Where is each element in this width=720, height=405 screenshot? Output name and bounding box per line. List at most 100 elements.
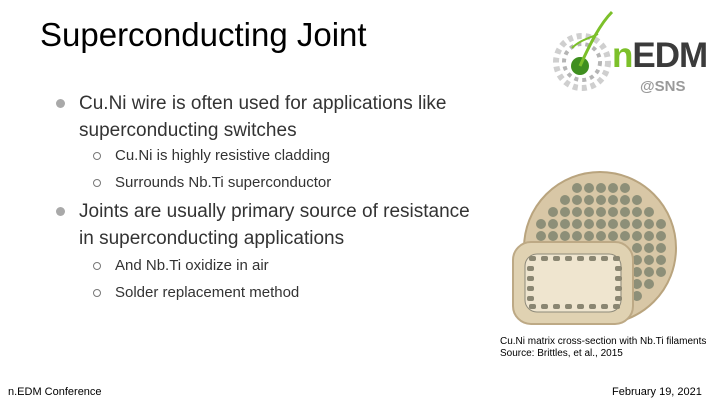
filament-dot <box>632 219 642 229</box>
filament-dot <box>632 231 642 241</box>
rim-filament <box>527 286 534 291</box>
filament-dot <box>644 219 654 229</box>
bullet-dot <box>56 99 65 108</box>
bullet-1-sub-2: Surrounds Nb.Ti superconductor <box>93 173 332 193</box>
rim-filament <box>577 304 584 309</box>
rim-filament <box>613 256 620 261</box>
bullet-2-text: Joints are usually primary source of res… <box>79 201 470 249</box>
footer-date: February 19, 2021 <box>612 386 702 398</box>
filament-dot <box>620 231 630 241</box>
rim-filament <box>615 266 622 271</box>
slide-title: Superconducting Joint <box>40 16 367 53</box>
filament-dot <box>572 231 582 241</box>
filament-dot <box>572 207 582 217</box>
filament-dot <box>596 195 606 205</box>
rim-filament <box>527 266 534 271</box>
filament-dot <box>656 255 666 265</box>
bullet-2-sub-1: And Nb.Ti oxidize in air <box>93 256 269 276</box>
filament-dot <box>620 183 630 193</box>
filament-dot <box>584 195 594 205</box>
logo-letters-edm: EDM <box>632 36 708 75</box>
filament-dot <box>632 195 642 205</box>
filament-dot <box>608 195 618 205</box>
filament-dot <box>584 183 594 193</box>
filament-dot <box>608 231 618 241</box>
rim-filament <box>529 256 536 261</box>
bullet-1-sub-1: Cu.Ni is highly resistive cladding <box>93 146 331 166</box>
rim-filament <box>601 304 608 309</box>
filament-dot <box>608 207 618 217</box>
bullet-1-sub-1-text: Cu.Ni is highly resistive cladding <box>115 147 331 164</box>
filament-dot <box>656 231 666 241</box>
filament-dot <box>632 291 642 301</box>
filament-dot <box>548 231 558 241</box>
rim-filament <box>589 256 596 261</box>
sub-bullet-ring <box>93 152 101 160</box>
filament-dot <box>608 183 618 193</box>
filament-dot <box>644 255 654 265</box>
cuni-cross-section-illustration <box>512 171 677 325</box>
rim-filament <box>541 256 548 261</box>
filament-dot <box>620 195 630 205</box>
rim-filament <box>615 296 622 301</box>
filament-dot <box>584 231 594 241</box>
logo-wordmark: nEDM <box>612 36 708 76</box>
rim-filament <box>613 304 620 309</box>
filament-dot <box>644 207 654 217</box>
filament-dot <box>548 207 558 217</box>
filament-dot <box>560 195 570 205</box>
nedm-logo-graphic <box>553 10 614 91</box>
bullet-1-text: Cu.Ni wire is often used for application… <box>79 93 447 141</box>
rim-filament <box>615 286 622 291</box>
bullet-2: Joints are usually primary source of res… <box>56 198 479 252</box>
filament-dot <box>632 243 642 253</box>
filament-dot <box>596 219 606 229</box>
filament-dot <box>548 219 558 229</box>
filament-dot <box>620 219 630 229</box>
caption-line-1: Cu.Ni matrix cross-section with Nb.Ti fi… <box>500 336 707 347</box>
filament-dot <box>644 231 654 241</box>
logo-subtitle: @SNS <box>640 78 686 95</box>
rim-filament <box>527 296 534 301</box>
filament-dot <box>536 219 546 229</box>
logo-letter-n: n <box>612 36 633 75</box>
filament-dot <box>632 255 642 265</box>
bullet-2-sub-2-text: Solder replacement method <box>115 284 300 301</box>
rim-filament <box>529 304 536 309</box>
filament-dot <box>596 183 606 193</box>
rim-filament <box>553 304 560 309</box>
filament-dot <box>560 231 570 241</box>
filament-dot <box>608 219 618 229</box>
filament-dot <box>620 207 630 217</box>
filament-dot <box>572 195 582 205</box>
rim-filament <box>577 256 584 261</box>
filament-dot <box>644 243 654 253</box>
rim-filament <box>615 276 622 281</box>
sub-bullet-ring <box>93 262 101 270</box>
rim-filament <box>565 256 572 261</box>
rim-filament <box>601 256 608 261</box>
rim-filament <box>565 304 572 309</box>
filament-dot <box>644 279 654 289</box>
cross-section-image <box>505 170 695 330</box>
rim-filament <box>527 276 534 281</box>
footer-conference: n.EDM Conference <box>8 386 102 398</box>
filament-dot <box>560 219 570 229</box>
rim-filament <box>589 304 596 309</box>
filament-dot <box>560 207 570 217</box>
filament-dot <box>596 207 606 217</box>
filament-dot <box>596 231 606 241</box>
filament-dot <box>572 183 582 193</box>
filament-dot <box>656 243 666 253</box>
rim-filament <box>553 256 560 261</box>
filament-dot <box>584 207 594 217</box>
bullet-dot <box>56 207 65 216</box>
bullet-2-sub-2: Solder replacement method <box>93 283 300 303</box>
bullet-1-sub-2-text: Surrounds Nb.Ti superconductor <box>115 174 332 191</box>
sub-bullet-ring <box>93 289 101 297</box>
filament-dot <box>656 219 666 229</box>
filament-dot <box>536 231 546 241</box>
bullet-1: Cu.Ni wire is often used for application… <box>56 90 479 144</box>
filament-dot <box>644 267 654 277</box>
